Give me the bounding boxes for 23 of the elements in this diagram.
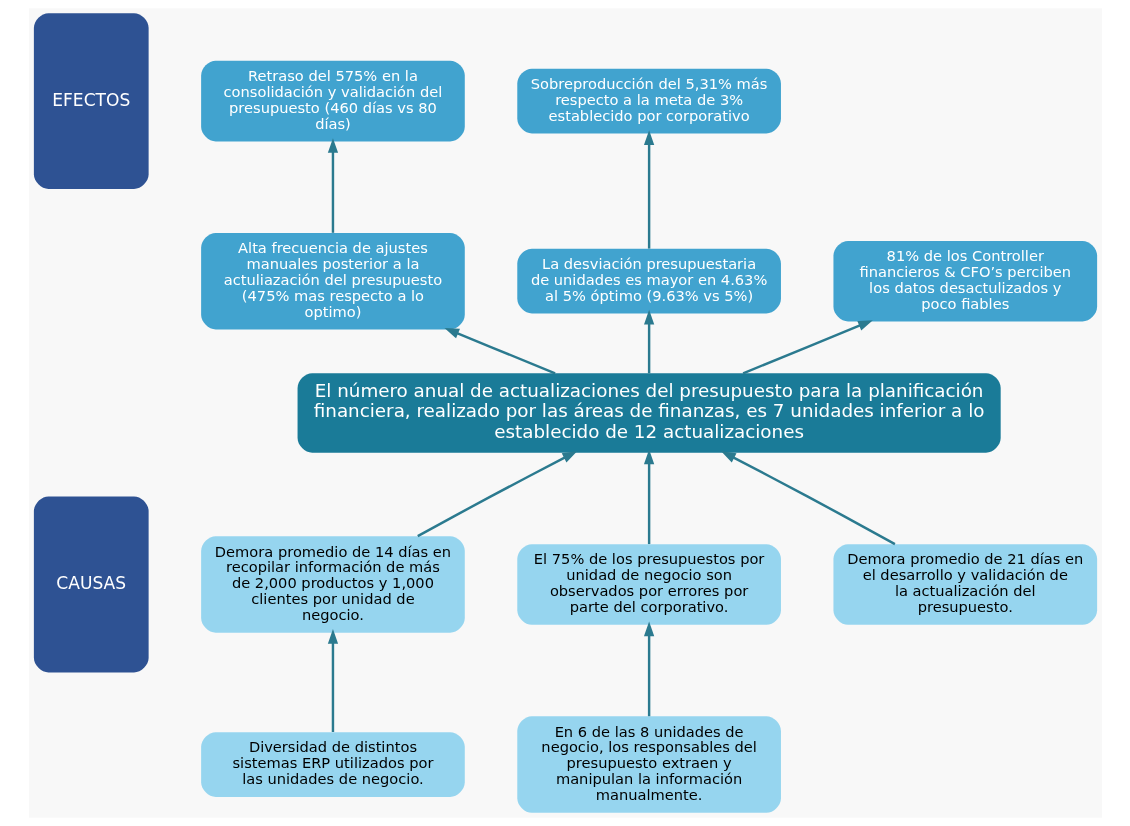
node-box: La desviación presupuestaria de unidades es mayor en 4.63% al 5% óptimo (9.63% vs 5%) [516,248,781,314]
node-box: Demora promedio de 14 días en recopilar información de más de 2,000 productos y 1,000 clientes por unidad de negocio. [200,536,465,633]
arrow [416,451,577,538]
arrow [643,621,654,717]
node-box: El número anual de actualizaciones del presupuesto para la planificación financiera, realizado por las áreas de finanzas, es 7 unidades inferior a lo establecido de 12 actualizaciones [297,373,1001,453]
node-box: Diversidad de distintos sistemas ERP utilizados por las unidades de negocio. [200,732,465,797]
node-box: EFECTOS [33,13,149,189]
node-box: 81% de los Controller financieros & CFO’s perciben los datos desactulizados y poco fiables [832,240,1097,322]
node-box: El 75% de los presupuestos por unidad de negocio son observados por errores por parte del corporativo. [516,544,781,625]
arrow [720,451,895,546]
node-box: En 6 de las 8 unidades de negocio, los responsables del presupuesto extraen y manipulan la información manualmente. [516,716,781,813]
arrow [643,130,654,249]
node-box: Retraso del 575% en la consolidación y validación del presupuesto (460 días vs 80 días) [200,60,465,142]
node-box: CAUSAS [33,496,149,673]
arrow [327,138,338,233]
arrow [643,309,654,374]
node-box: Demora promedio de 21 días en el desarrollo y validación de la actualización del presupuesto. [832,544,1097,625]
node-box: Sobreproducción del 5,31% más respecto a la meta de 3% establecido por corporativo [516,68,781,134]
node-box: Alta frecuencia de ajustes manuales posterior a la actuliazación del presupuesto (475% mas respecto a lo optimo) [200,232,465,330]
arrow [327,629,338,732]
arrow [643,449,654,545]
arrow [443,328,556,375]
arrow [742,320,873,375]
